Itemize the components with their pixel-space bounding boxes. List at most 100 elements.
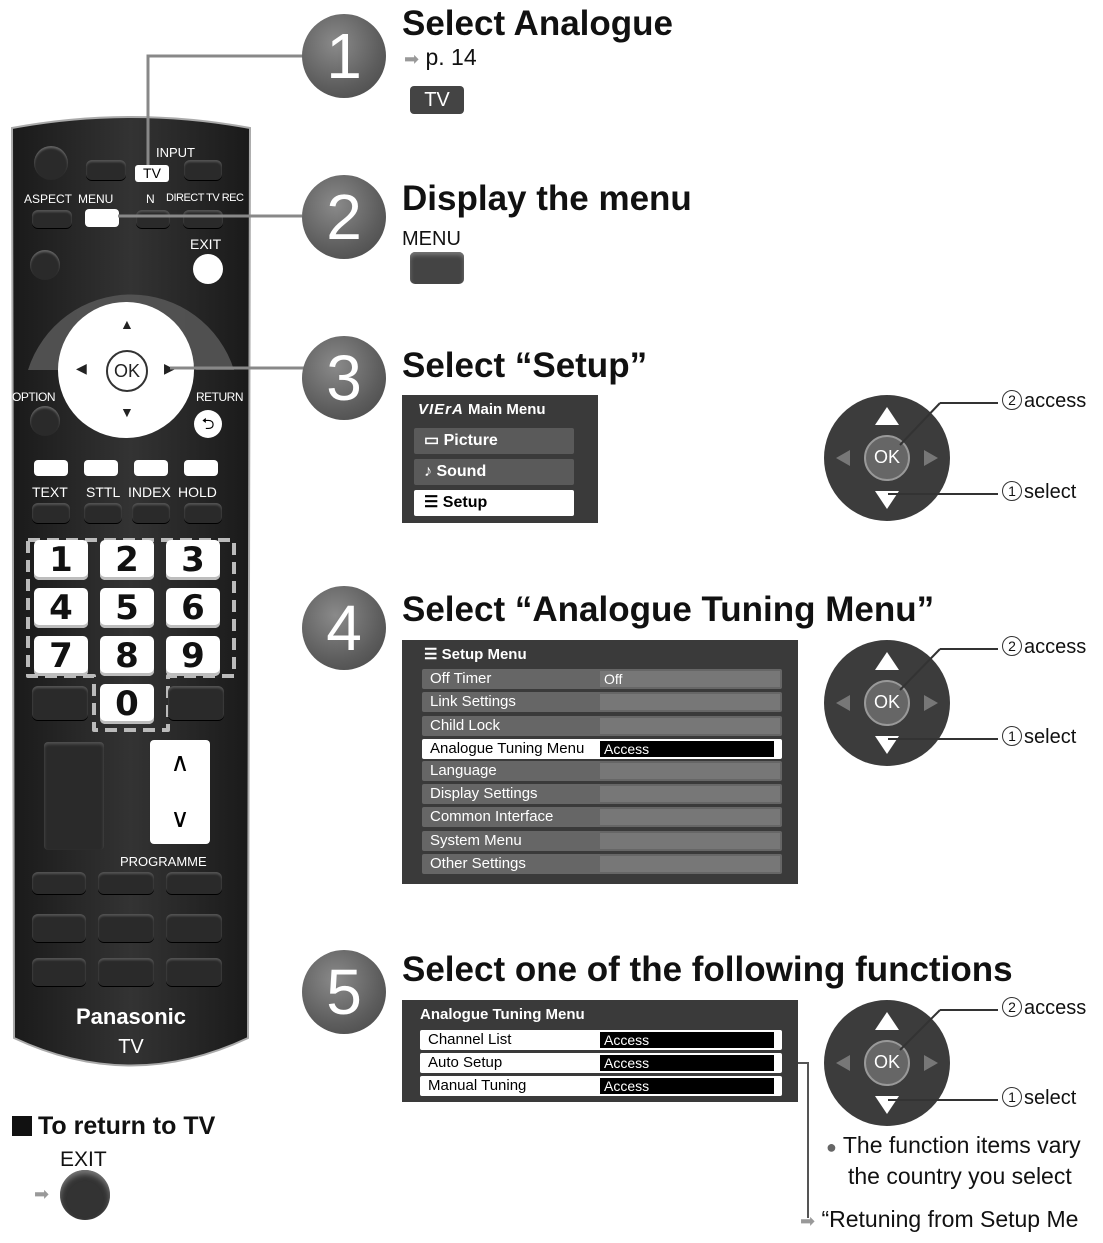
- right-of-zero-button[interactable]: [168, 686, 224, 720]
- main-menu-panel: VIErA Main Menu ▭ Picture ♪ Sound ☰ Setu…: [402, 395, 598, 523]
- programme-rocker[interactable]: ∧ ∨: [150, 740, 210, 844]
- bottom-key-3[interactable]: [166, 872, 222, 894]
- row-value: [600, 856, 780, 872]
- power-button[interactable]: [34, 146, 68, 180]
- option-button[interactable]: [30, 406, 60, 436]
- left-of-zero-button[interactable]: [32, 686, 88, 720]
- setup-menu-header: ☰ Setup Menu: [424, 645, 527, 663]
- red-key[interactable]: [34, 460, 68, 476]
- index-button[interactable]: [132, 503, 170, 523]
- setup-row-other-settings[interactable]: Other Settings: [422, 854, 782, 874]
- num-key-2[interactable]: 2: [100, 540, 154, 580]
- text-button[interactable]: [32, 503, 70, 523]
- option-label: OPTION: [12, 390, 56, 404]
- nav-left-icon[interactable]: ◀: [76, 360, 87, 376]
- programme-up-icon[interactable]: ∧: [170, 748, 190, 778]
- main-menu-item-setup[interactable]: ☰ Setup: [414, 490, 574, 516]
- bottom-key-7[interactable]: [32, 958, 86, 986]
- volume-rocker[interactable]: [44, 742, 104, 850]
- select-text: select: [1024, 1087, 1077, 1109]
- bottom-key-8[interactable]: [98, 958, 154, 986]
- bottom-key-1[interactable]: [32, 872, 86, 894]
- bottom-key-6[interactable]: [166, 914, 222, 942]
- setup-row-system-menu[interactable]: System Menu: [422, 831, 782, 851]
- hold-button[interactable]: [184, 503, 222, 523]
- tv-key-icon: TV: [410, 86, 464, 114]
- exit-button[interactable]: [193, 254, 223, 284]
- num-key-5[interactable]: 5: [100, 588, 154, 628]
- ok-button[interactable]: OK: [106, 350, 148, 392]
- blank-top-button[interactable]: [86, 160, 126, 180]
- row-value: [600, 763, 780, 779]
- setup-row-common-interface[interactable]: Common Interface: [422, 807, 782, 827]
- return-exit-button[interactable]: [60, 1170, 110, 1220]
- input-button[interactable]: [184, 160, 222, 180]
- green-key[interactable]: [84, 460, 118, 476]
- step-4-title: Select “Analogue Tuning Menu”: [402, 590, 935, 629]
- select-text: select: [1024, 726, 1077, 748]
- row-value: Off: [600, 671, 780, 687]
- list-icon: ☰: [424, 494, 439, 511]
- step-5-title: Select one of the following functions: [402, 950, 1013, 989]
- note-line-1: ● The function items vary: [826, 1132, 1081, 1159]
- nav-down-icon[interactable]: ▼: [120, 404, 134, 420]
- main-menu-title: Main Menu: [468, 401, 546, 418]
- main-menu-item-picture[interactable]: ▭ Picture: [414, 428, 574, 454]
- input-label: INPUT: [156, 145, 195, 160]
- model-label: TV: [118, 1036, 144, 1058]
- aspect-label: ASPECT: [24, 192, 73, 206]
- num-key-6[interactable]: 6: [166, 588, 220, 628]
- yellow-key[interactable]: [134, 460, 168, 476]
- setup-menu-title: Setup Menu: [441, 646, 527, 663]
- programme-down-icon[interactable]: ∨: [170, 804, 190, 834]
- setup-row-display-settings[interactable]: Display Settings: [422, 784, 782, 804]
- sttl-button[interactable]: [84, 503, 122, 523]
- circled-2-icon: 2: [1002, 636, 1022, 656]
- setup-row-language[interactable]: Language: [422, 761, 782, 781]
- setup-row-child-lock[interactable]: Child Lock: [422, 716, 782, 736]
- tv-button[interactable]: TV: [135, 165, 169, 182]
- step-2-circle: 2: [302, 175, 386, 259]
- bottom-key-5[interactable]: [98, 914, 154, 942]
- main-menu-item-sound[interactable]: ♪ Sound: [414, 459, 574, 485]
- menu-button[interactable]: [85, 209, 119, 227]
- return-icon[interactable]: ⮌: [194, 410, 222, 438]
- access-text: access: [1024, 997, 1087, 1019]
- nav-up-icon[interactable]: ▲: [120, 316, 134, 332]
- num-key-9[interactable]: 9: [166, 636, 220, 676]
- aspect-button[interactable]: [32, 210, 72, 228]
- setup-row-link-settings[interactable]: Link Settings: [422, 692, 782, 712]
- sound-icon: ♪: [424, 463, 432, 480]
- menu-label: MENU: [78, 192, 114, 206]
- row-value: Access: [600, 1078, 774, 1094]
- step-3-title: Select “Setup”: [402, 346, 648, 385]
- left-round-button[interactable]: [30, 250, 60, 280]
- circled-1-icon: 1: [1002, 1087, 1022, 1107]
- bottom-key-2[interactable]: [98, 872, 154, 894]
- row-value: Access: [600, 1055, 774, 1071]
- return-to-tv-heading: To return to TV: [12, 1112, 215, 1141]
- circled-2-icon: 2: [1002, 390, 1022, 410]
- blue-key[interactable]: [184, 460, 218, 476]
- bottom-key-9[interactable]: [166, 958, 222, 986]
- num-key-8[interactable]: 8: [100, 636, 154, 676]
- menu-key-icon: [410, 252, 464, 284]
- bottom-key-4[interactable]: [32, 914, 86, 942]
- num-key-0[interactable]: 0: [100, 684, 154, 724]
- num-key-7[interactable]: 7: [34, 636, 88, 676]
- row-label: Channel List: [428, 1031, 512, 1048]
- direct-tv-rec-label: DIRECT TV REC: [166, 192, 244, 204]
- num-key-4[interactable]: 4: [34, 588, 88, 628]
- num-key-1[interactable]: 1: [34, 540, 88, 580]
- num-key-3[interactable]: 3: [166, 540, 220, 580]
- nav-right-icon[interactable]: ▶: [164, 360, 175, 376]
- bullet-icon: ●: [826, 1137, 837, 1157]
- ok-pad-ok-label: OK: [873, 692, 900, 712]
- row-label: Link Settings: [430, 693, 516, 710]
